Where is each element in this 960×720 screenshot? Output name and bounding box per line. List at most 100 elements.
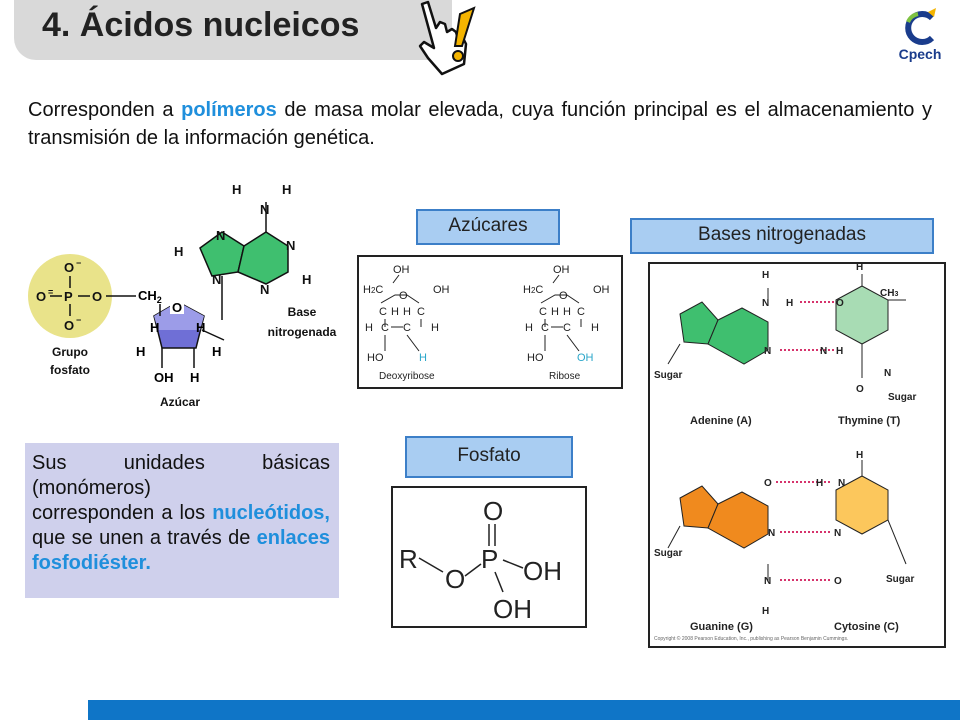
svg-text:C: C (403, 322, 411, 334)
intro-text-end: de masa molar elevada, cuya función prin… (28, 99, 933, 149)
svg-text:N: N (884, 368, 891, 379)
svg-text:N: N (764, 576, 771, 587)
phosphate-panel: O P R O OH OH (391, 486, 587, 628)
svg-text:H: H (136, 344, 145, 359)
svg-text:O: O (64, 260, 74, 275)
intro-paragraph: Corresponden a polímeros de masa molar e… (28, 96, 932, 152)
phosphate-circle (28, 254, 112, 338)
phosphate-oh-bottom: OH (493, 594, 532, 624)
logo-text: Cpech (898, 46, 942, 62)
svg-text:C: C (577, 306, 585, 318)
svg-text:P: P (64, 289, 73, 304)
deoxyribose-name: Deoxyribose (379, 371, 435, 382)
svg-text:H: H (431, 322, 439, 334)
page-title: 4. Ácidos nucleicos (42, 6, 360, 44)
svg-text:C: C (381, 322, 389, 334)
svg-text:H: H (365, 322, 373, 334)
sugar-label: Azúcar (160, 395, 200, 409)
svg-text:O: O (92, 289, 102, 304)
bases-label: Bases nitrogenadas (630, 218, 934, 254)
phosphate-r: R (399, 544, 418, 574)
sugar-thymine: Sugar (888, 392, 916, 403)
svg-text:CH3: CH3 (880, 288, 898, 299)
phosphate-label-1: Grupo (52, 345, 88, 359)
svg-text:OH: OH (553, 264, 570, 276)
svg-text:H: H (190, 370, 199, 385)
svg-text:H2C: H2C (363, 284, 383, 296)
svg-text:N: N (838, 478, 845, 489)
base-label-2: nitrogenada (268, 325, 337, 339)
svg-text:OH: OH (154, 370, 174, 385)
svg-text:C: C (563, 322, 571, 334)
svg-text:−: − (76, 258, 81, 268)
svg-text:H: H (232, 182, 241, 197)
ribose-oh: OH (577, 352, 594, 364)
svg-text:H: H (563, 306, 571, 318)
svg-text:H: H (551, 306, 559, 318)
thymine-label: Thymine (T) (838, 415, 901, 427)
basic-units-mid: que se unen a través de (32, 527, 257, 549)
phosphate-diagram: O P R O OH OH (399, 496, 562, 624)
adenine-label: Adenine (A) (690, 415, 752, 427)
svg-text:H: H (591, 322, 599, 334)
basic-units-text: Sus unidades básicas (monómeros) corresp… (32, 451, 330, 576)
cpech-logo: Cpech (888, 6, 952, 68)
svg-text:O: O (764, 478, 772, 489)
sugar-adenine: Sugar (654, 370, 682, 381)
svg-text:C: C (539, 306, 547, 318)
svg-text:H: H (196, 320, 205, 335)
sugars-label: Azúcares (416, 209, 560, 245)
phosphate-oh-right: OH (523, 556, 562, 586)
pointing-hand-icon (418, 0, 476, 76)
cytosine-label: Cytosine (C) (834, 621, 899, 633)
svg-text:N: N (820, 346, 827, 357)
svg-text:C: C (379, 306, 387, 318)
phosphate-p: P (481, 544, 498, 574)
phosphate-o-bridge: O (445, 564, 465, 594)
svg-text:H: H (762, 606, 769, 617)
svg-text:H: H (525, 322, 533, 334)
svg-text:CH2: CH2 (138, 288, 162, 305)
svg-text:N: N (764, 346, 771, 357)
svg-text:H: H (391, 306, 399, 318)
svg-text:−: − (76, 315, 81, 325)
sugar-cytosine: Sugar (886, 574, 914, 585)
svg-text:=: = (48, 287, 53, 297)
svg-text:H: H (836, 346, 843, 357)
svg-text:HO: HO (367, 352, 384, 364)
svg-text:N: N (834, 528, 841, 539)
ribose-name: Ribose (549, 371, 581, 382)
svg-text:H: H (150, 320, 159, 335)
svg-text:N: N (260, 282, 269, 297)
svg-text:N: N (286, 238, 295, 253)
intro-text-start: Corresponden a (28, 99, 182, 121)
svg-text:OH: OH (433, 284, 450, 296)
base-label-1: Base (288, 305, 317, 319)
phosphate-label-2: fosfato (50, 363, 90, 377)
svg-text:O: O (856, 384, 864, 395)
title-tab: 4. Ácidos nucleicos (14, 0, 452, 60)
basic-units-box (25, 443, 339, 598)
phosphate-o-top: O (483, 496, 503, 526)
svg-text:N: N (212, 272, 221, 287)
svg-text:H: H (786, 298, 793, 309)
bottom-bar (88, 700, 960, 720)
svg-text:C: C (541, 322, 549, 334)
sugar-guanine: Sugar (654, 548, 682, 559)
svg-text:O: O (36, 289, 46, 304)
svg-text:H: H (302, 272, 311, 287)
svg-text:N: N (768, 528, 775, 539)
logo-mark-icon (905, 8, 936, 45)
svg-text:H: H (212, 344, 221, 359)
svg-text:O: O (399, 290, 408, 302)
guanine-label: Guanine (G) (690, 621, 753, 633)
svg-text:H: H (856, 450, 863, 461)
svg-text:O: O (559, 290, 568, 302)
svg-text:N: N (216, 228, 225, 243)
svg-text:H: H (403, 306, 411, 318)
svg-text:H: H (282, 182, 291, 197)
svg-text:N: N (762, 298, 769, 309)
svg-text:H: H (856, 264, 863, 273)
